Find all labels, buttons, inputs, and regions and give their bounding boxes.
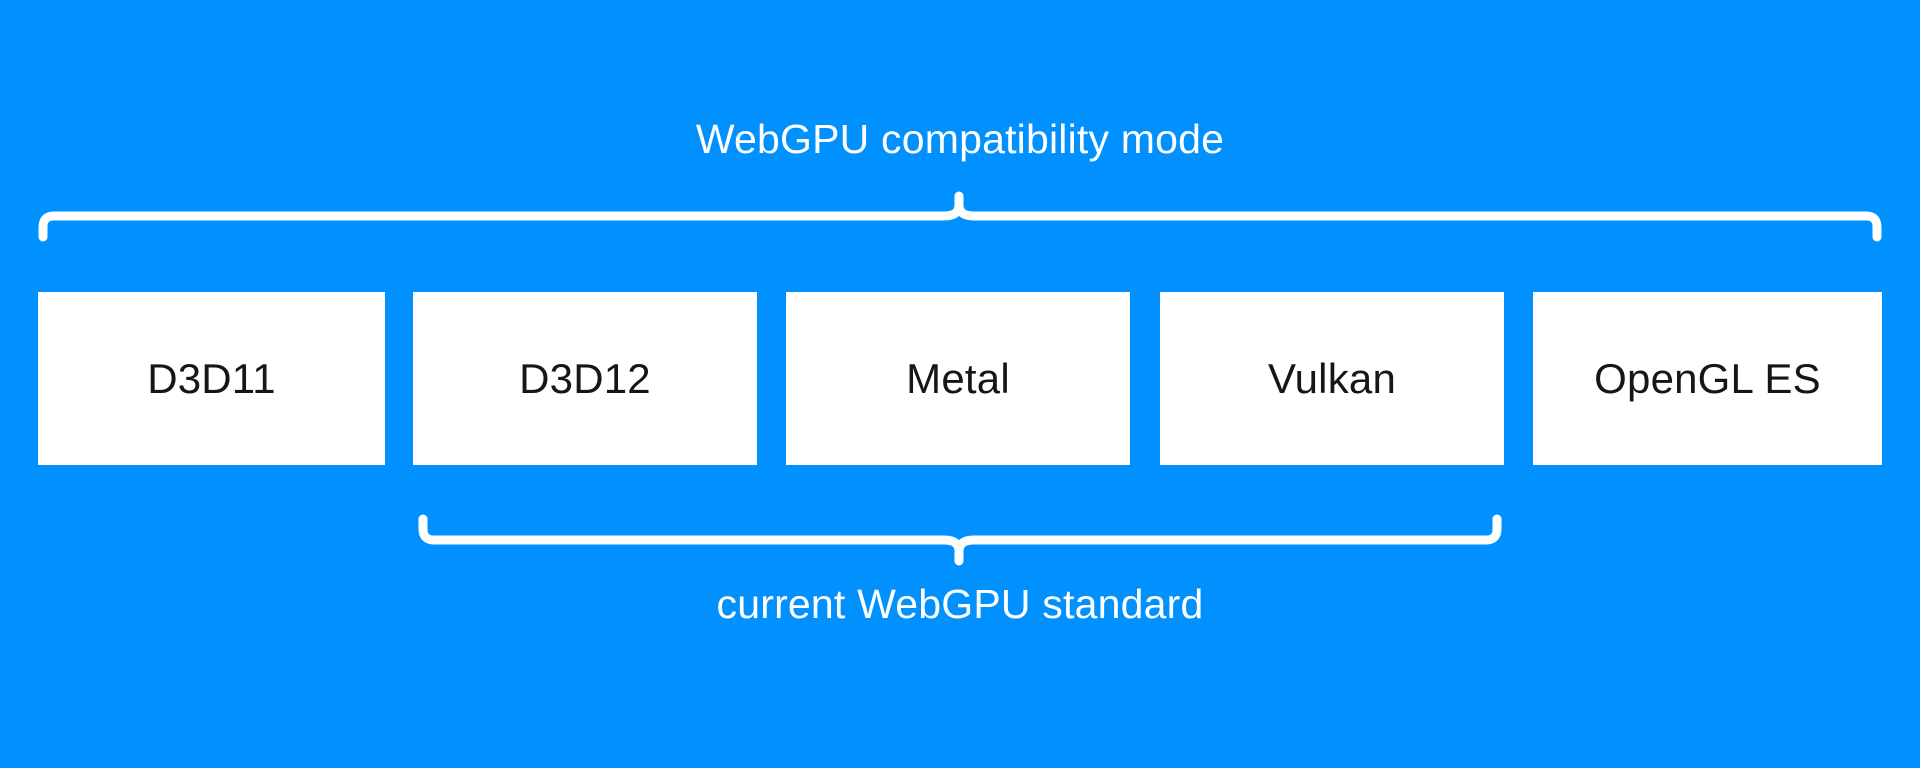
api-box-label: OpenGL ES xyxy=(1594,354,1821,402)
api-box-row: D3D11 D3D12 Metal Vulkan OpenGL ES xyxy=(0,292,1920,465)
api-box-label: Vulkan xyxy=(1267,354,1397,402)
api-box-opengl-es[interactable]: OpenGL ES xyxy=(1533,292,1882,465)
top-bracket-label: WebGPU compatibility mode xyxy=(695,116,1225,162)
api-box-label: D3D12 xyxy=(519,354,651,402)
api-box-label: D3D11 xyxy=(147,354,276,402)
api-box-d3d11[interactable]: D3D11 xyxy=(38,292,385,465)
api-box-d3d12[interactable]: D3D12 xyxy=(413,292,757,465)
api-box-label: Metal xyxy=(906,354,1010,402)
api-box-vulkan[interactable]: Vulkan xyxy=(1160,292,1504,465)
bottom-bracket-label: current WebGPU standard xyxy=(716,581,1204,627)
api-box-metal[interactable]: Metal xyxy=(786,292,1130,465)
